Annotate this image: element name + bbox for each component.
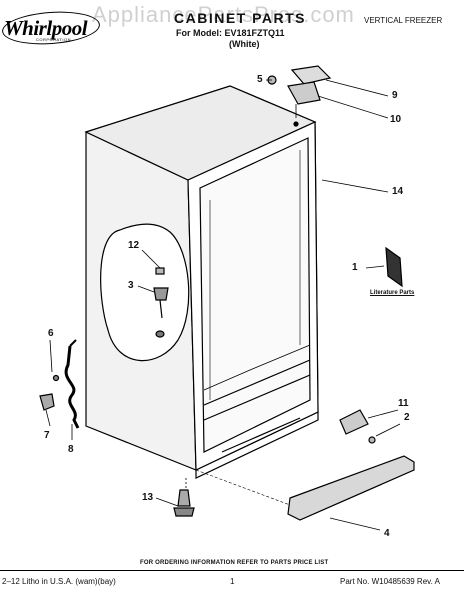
- callout-7: 7: [44, 430, 50, 441]
- literature-parts-label: Literature Parts: [370, 290, 415, 296]
- callout-10: 10: [390, 114, 402, 125]
- callout-1: 1: [352, 262, 358, 273]
- callout-2: 2: [404, 412, 410, 423]
- callout-8: 8: [68, 444, 74, 455]
- category-label: VERTICAL FREEZER: [364, 16, 443, 25]
- base-grille: [287, 455, 415, 521]
- callout-13: 13: [142, 492, 154, 503]
- callout-12: 12: [128, 240, 140, 251]
- footer-divider: [0, 570, 464, 571]
- power-cord: [64, 345, 80, 429]
- callout-6: 6: [48, 328, 54, 339]
- callout-5: 5: [257, 74, 263, 85]
- cabinet-inner-frame: [199, 137, 311, 453]
- brand-logo-sub: CORPORATION: [36, 37, 71, 42]
- brand-logo: Whirlpool: [4, 16, 88, 40]
- literature-booklet: [385, 246, 403, 288]
- callout-11: 11: [398, 398, 409, 409]
- callout-14: 14: [392, 186, 404, 197]
- bottom-hinge: [339, 409, 369, 435]
- cutaway-bubble: [100, 223, 190, 362]
- model-line: For Model: EV181FZTQ11: [176, 28, 285, 38]
- footer-litho: 2–12 Litho in U.S.A. (wam)(bay): [2, 577, 116, 586]
- footer-part-number: Part No. W10485639 Rev. A: [340, 577, 440, 586]
- leveling-leg: [177, 489, 191, 507]
- cabinet-base: [195, 412, 319, 479]
- top-hinge: [287, 81, 321, 105]
- footer-page-number: 1: [230, 577, 235, 586]
- callout-3: 3: [128, 280, 134, 291]
- color-line: (White): [229, 39, 260, 49]
- callout-4: 4: [384, 528, 390, 539]
- ordering-note: FOR ORDERING INFORMATION REFER TO PARTS …: [140, 560, 329, 566]
- page-title: CABINET PARTS: [174, 10, 307, 26]
- callout-9: 9: [392, 90, 398, 101]
- top-hinge-cover: [290, 65, 332, 85]
- cord-clamp: [39, 393, 55, 411]
